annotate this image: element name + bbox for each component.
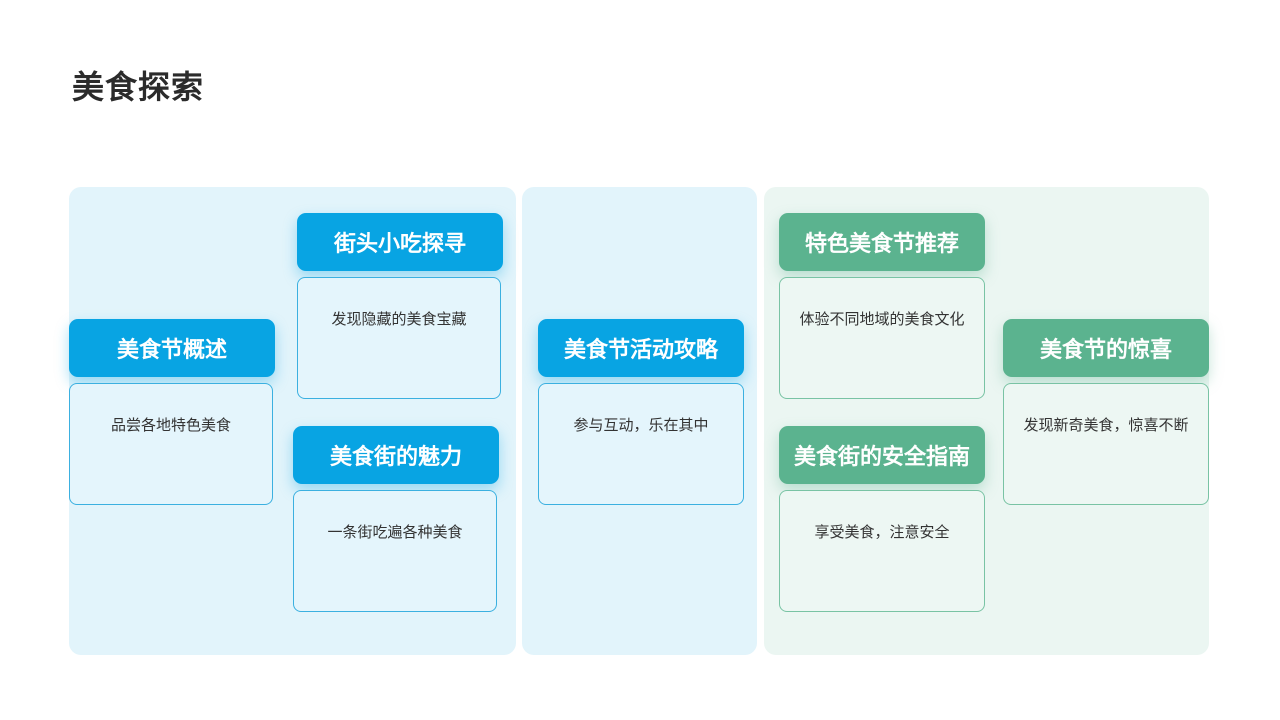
node-title-recommend: 特色美食节推荐 bbox=[779, 213, 985, 271]
page-title: 美食探索 bbox=[72, 68, 205, 106]
node-desc-safety-guide: 享受美食，注意安全 bbox=[779, 490, 985, 612]
node-desc-overview: 品尝各地特色美食 bbox=[69, 383, 273, 505]
node-title-activity-guide: 美食节活动攻略 bbox=[538, 319, 744, 377]
node-desc-surprise: 发现新奇美食，惊喜不断 bbox=[1003, 383, 1209, 505]
node-title-street-snacks: 街头小吃探寻 bbox=[297, 213, 503, 271]
node-desc-recommend: 体验不同地域的美食文化 bbox=[779, 277, 985, 399]
node-desc-street-snacks: 发现隐藏的美食宝藏 bbox=[297, 277, 501, 399]
node-desc-food-street: 一条街吃遍各种美食 bbox=[293, 490, 497, 612]
node-title-food-street: 美食街的魅力 bbox=[293, 426, 499, 484]
node-title-safety-guide: 美食街的安全指南 bbox=[779, 426, 985, 484]
node-title-surprise: 美食节的惊喜 bbox=[1003, 319, 1209, 377]
node-desc-activity-guide: 参与互动，乐在其中 bbox=[538, 383, 744, 505]
node-title-overview: 美食节概述 bbox=[69, 319, 275, 377]
